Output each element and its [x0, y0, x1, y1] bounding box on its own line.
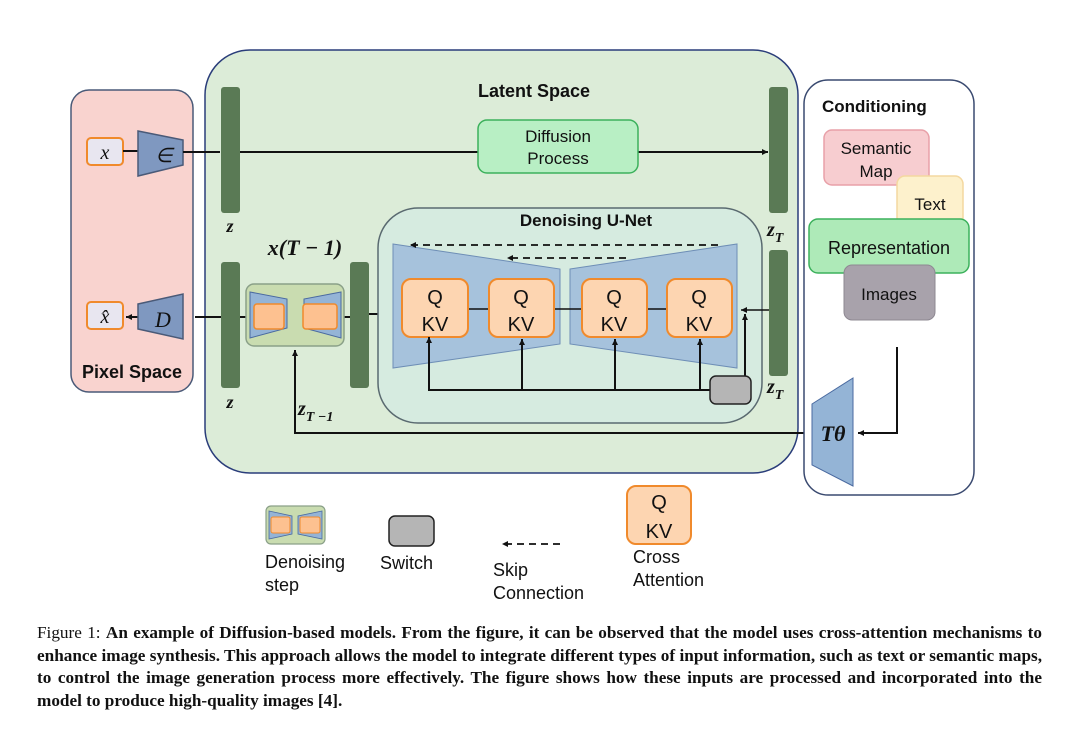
pixel-space-panel: Pixel Space x ∈ x̂ D	[70, 89, 194, 393]
legend: Denoising step Switch Skip Connection Q …	[265, 485, 704, 603]
legend-cross-attention: Q KV Cross Attention	[626, 485, 704, 590]
denoising-step-box	[245, 283, 345, 347]
legend-denoising-step: Denoising step	[265, 505, 345, 595]
pixel-space-label: Pixel Space	[82, 362, 182, 382]
decoder-label: D	[154, 307, 171, 332]
latent-bar-z-bottom	[221, 262, 240, 388]
cross-attention-block: Q KV	[581, 278, 648, 338]
z-t-minus-1-label: zT −1	[297, 398, 333, 425]
input-x-label: x	[100, 142, 110, 164]
z-t-top-label: zT	[766, 219, 785, 246]
unet-label: Denoising U-Net	[520, 211, 653, 230]
q-label: Q	[427, 287, 443, 309]
legend-cross-label-2: Attention	[633, 570, 704, 590]
z-top-label: z	[225, 216, 233, 236]
tau-theta-label: Tθ	[821, 421, 846, 446]
cross-attention-block: Q KV	[666, 278, 733, 338]
latent-bar-z-t-top	[769, 87, 788, 213]
legend-switch: Switch	[380, 515, 435, 573]
diffusion-process-label-2: Process	[527, 149, 588, 168]
cross-attention-block: Q KV	[488, 278, 555, 338]
legend-switch-label: Switch	[380, 553, 433, 573]
output-x-hat-label: x̂	[100, 306, 110, 328]
diffusion-process-box	[477, 119, 639, 174]
kv-label: KV	[422, 314, 449, 336]
representation-label: Representation	[828, 238, 950, 258]
text-label: Text	[914, 195, 945, 214]
switch-box	[709, 375, 752, 405]
legend-skip-label-1: Skip	[493, 560, 528, 580]
q-label: Q	[691, 287, 707, 309]
legend-denoising-label-2: step	[265, 575, 299, 595]
legend-denoising-label-1: Denoising	[265, 552, 345, 572]
images-label: Images	[861, 285, 917, 304]
z-t-bottom-label: zT	[766, 376, 785, 403]
diffusion-process-label-1: Diffusion	[525, 127, 591, 146]
x-t-minus-1-label: x(T − 1)	[267, 235, 342, 260]
semantic-map-box	[823, 129, 930, 186]
tau-theta-encoder	[811, 377, 854, 487]
kv-label: KV	[686, 314, 713, 336]
encoder-trapezoid	[137, 130, 184, 177]
decoder-trapezoid	[137, 293, 184, 340]
legend-cross-label-1: Cross	[633, 547, 680, 567]
images-box	[843, 264, 936, 321]
encoder-label: ∈	[155, 145, 175, 167]
semantic-map-label-1: Semantic	[841, 139, 912, 158]
latent-bar-z-t-bottom	[769, 250, 788, 376]
cross-attention-block: Q KV	[401, 278, 469, 338]
kv-label: KV	[508, 314, 535, 336]
legend-skip-label-2: Connection	[493, 583, 584, 603]
latent-space-label: Latent Space	[478, 81, 590, 101]
semantic-map-label-2: Map	[859, 162, 892, 181]
legend-q-label: Q	[651, 492, 667, 514]
conditioning-label: Conditioning	[822, 97, 927, 116]
q-label: Q	[606, 287, 622, 309]
z-bottom-label: z	[225, 392, 233, 412]
latent-bar-z-t-minus-1	[350, 262, 369, 388]
legend-kv-label: KV	[646, 521, 673, 543]
figure-label: Figure 1:	[37, 623, 101, 642]
latent-space-panel: Latent Space z z zT zT zT −1 x(T − 1) Di…	[183, 49, 808, 474]
q-label: Q	[513, 287, 529, 309]
output-x-hat-box	[86, 301, 124, 330]
legend-skip-connection: Skip Connection	[493, 541, 584, 603]
conditioning-panel: Conditioning Semantic Map Text Represent…	[803, 79, 975, 496]
caption-text: An example of Diffusion-based models. Fr…	[37, 623, 1043, 710]
figure-caption: Figure 1: An example of Diffusion-based …	[37, 622, 1042, 712]
kv-label: KV	[601, 314, 628, 336]
latent-bar-z-top	[221, 87, 240, 213]
